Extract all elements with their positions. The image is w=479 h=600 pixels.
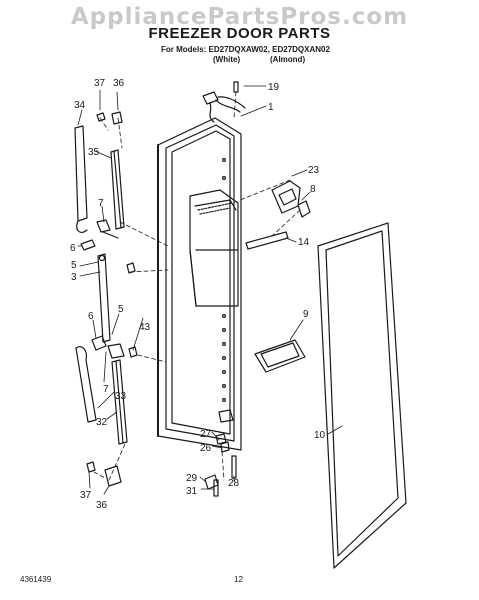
callout-labels: 37 36 34 19 1 35 23 8 7 14 6 5 3 9 5 6 4…: [70, 78, 326, 511]
callout-23: 23: [308, 165, 320, 176]
callout-6-upper: 6: [70, 243, 76, 254]
part-code: 4361439: [20, 575, 52, 584]
callout-27: 27: [200, 429, 212, 440]
callout-34: 34: [74, 100, 86, 111]
color-white: (White): [213, 55, 241, 64]
callout-43: 43: [139, 322, 151, 333]
callout-1: 1: [268, 102, 274, 113]
callout-19: 19: [268, 82, 280, 93]
callout-33: 33: [115, 391, 127, 402]
callout-31: 31: [186, 486, 198, 497]
callout-29: 29: [186, 473, 198, 484]
callout-6-lower: 6: [88, 311, 94, 322]
callout-5-upper: 5: [71, 260, 77, 271]
diagram-title: FREEZER DOOR PARTS: [148, 25, 331, 42]
callout-3: 3: [71, 272, 77, 283]
callout-32: 32: [96, 417, 108, 428]
callout-10: 10: [314, 430, 326, 441]
callout-9: 9: [303, 309, 309, 320]
callout-37-top: 37: [94, 78, 106, 89]
callout-36-top: 36: [113, 78, 125, 89]
watermark: AppliancePartsPros.com: [70, 4, 409, 30]
color-almond: (Almond): [270, 55, 306, 64]
callout-7-upper: 7: [98, 198, 104, 209]
page-number: 12: [234, 575, 243, 584]
callout-35: 35: [88, 147, 100, 158]
callout-26: 26: [200, 443, 212, 454]
model-list: For Models: ED27DQXAW02, ED27DQXAN02: [161, 45, 330, 54]
callout-8: 8: [310, 184, 316, 195]
callout-28: 28: [228, 478, 240, 489]
door-gasket: [317, 222, 407, 569]
door-assembly: [157, 117, 242, 451]
callout-7-lower: 7: [103, 384, 109, 395]
callout-5-lower: 5: [118, 304, 124, 315]
callout-37-bottom: 37: [80, 490, 92, 501]
callout-14: 14: [298, 237, 310, 248]
callout-36-bottom: 36: [96, 500, 108, 511]
